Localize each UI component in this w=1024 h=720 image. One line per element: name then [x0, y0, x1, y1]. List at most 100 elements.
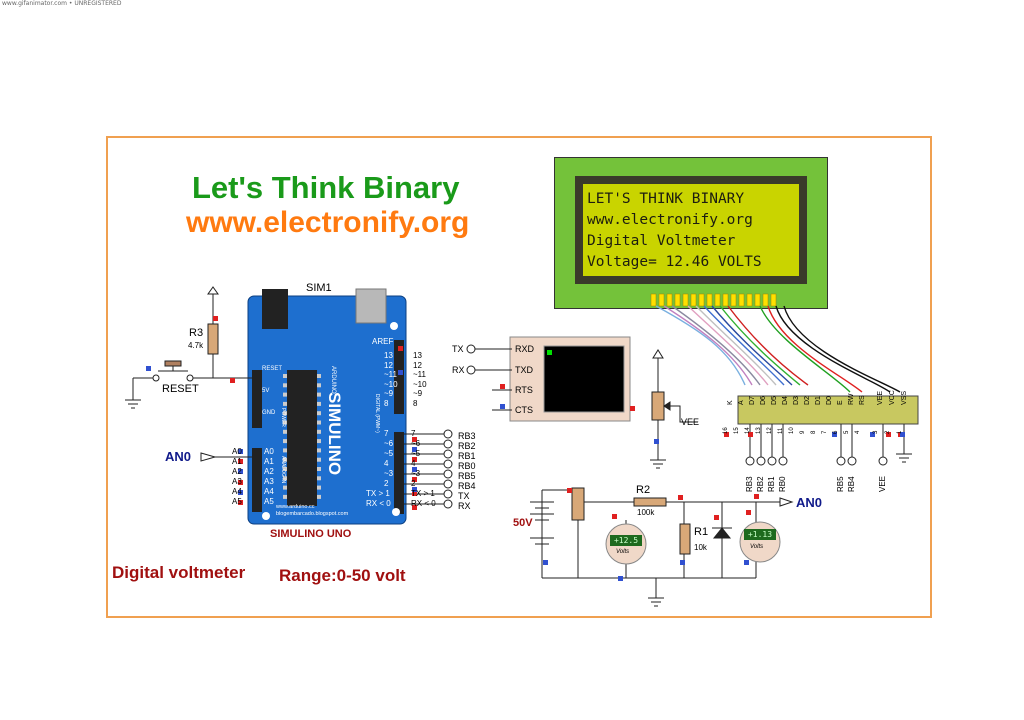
an0-input-arrow [200, 452, 217, 462]
probe-marker [714, 515, 719, 520]
terminal-screen [543, 345, 625, 413]
header-analog [252, 448, 262, 512]
lcd-connector-pin-number: 10 [789, 427, 795, 434]
r1-ref: R1 [694, 526, 709, 538]
terminal-tx-label: TX [452, 344, 464, 354]
chip-pin [283, 494, 287, 499]
probe-marker [500, 384, 505, 389]
arduino-pin-number: 7 [411, 429, 416, 438]
arduino-pin-number: 2 [411, 479, 416, 488]
lcd-pin-row [650, 293, 777, 307]
battery-label: 50V [513, 517, 533, 529]
chip-pin [283, 439, 287, 444]
watermark: www.gifanimator.com • UNREGISTERED [2, 0, 122, 7]
arduino-brand: SIMULINO [325, 392, 344, 476]
arduino-pin-label: TX > 1 [366, 489, 390, 498]
lcd-connector-pin-number: 1 [897, 430, 903, 434]
lcd-module: LET'S THINK BINARY www.electronify.org D… [554, 157, 828, 309]
lcd-connector-pin-label: D6 [760, 396, 767, 405]
dc-jack [262, 289, 288, 329]
probe-marker [238, 500, 243, 505]
lcd-connector-pin-number: 2 [885, 430, 891, 434]
lcd-line-2: www.electronify.org [587, 212, 753, 228]
chip-pin [283, 476, 287, 481]
arduino-analog-label-inner: A3 [264, 477, 274, 486]
arduino-net-label: RB0 [458, 461, 476, 471]
lcd-pin [650, 293, 657, 307]
lcd-bottom-terminal [836, 456, 846, 466]
lcd-pin [690, 293, 697, 307]
lcd-connector-pin-label: E [837, 400, 844, 405]
lcd-pin [682, 293, 689, 307]
chip-pin [317, 392, 321, 397]
chip-pin [283, 467, 287, 471]
lcd-connector-pin-number: 5 [844, 430, 850, 434]
arduino-analog-label: A1 [232, 457, 242, 466]
chip-pin [317, 485, 321, 490]
chip-pin [283, 457, 287, 462]
chip-pin [283, 411, 287, 416]
terminal-rx-label: RX [452, 365, 465, 375]
lcd-connector [737, 395, 919, 425]
arduino-net-label: RX [458, 501, 471, 511]
header-website: www.electronify.org [186, 206, 470, 239]
chip-pin [317, 476, 321, 481]
lcd-bottom-terminal [745, 456, 755, 466]
terminal-pin-txd: TXD [515, 365, 533, 375]
usb-port [355, 288, 387, 324]
chip-pin [317, 420, 321, 425]
lcd-pin [722, 293, 729, 307]
lcd-bottom-label: RB0 [778, 476, 787, 492]
mount-hole [392, 508, 400, 516]
arduino-analog-label: A5 [232, 497, 242, 506]
arduino-analog-label: A2 [232, 467, 242, 476]
arduino-pin-label: ~3 [384, 469, 394, 478]
probe-marker [680, 560, 685, 565]
chip-pin [283, 392, 287, 397]
r1-value: 10k [694, 543, 707, 552]
mount-hole [262, 512, 270, 520]
arduino-footer-2: blogembarcado.blogspot.com [276, 511, 349, 517]
lcd-bottom-label: RB3 [745, 476, 754, 492]
arduino-analog-label-inner: A5 [264, 497, 274, 506]
arduino-analog-label: A0 [232, 447, 242, 456]
probe-marker [230, 378, 235, 383]
arduino-pin-number: ~11 [413, 370, 426, 380]
probe-marker [832, 432, 837, 437]
lcd-connector-pin-number: 9 [800, 430, 806, 434]
probe-marker [567, 488, 572, 493]
arduino-analog-label-inner: A2 [264, 467, 274, 476]
terminal-wires [466, 344, 512, 411]
arduino-pin-label: 2 [384, 479, 389, 488]
arduino-name: SIMULINO UNO [270, 528, 352, 540]
lcd-pin [674, 293, 681, 307]
lcd-connector-pin-label: VSS [901, 390, 908, 405]
arduino-pin-label: AREF [372, 337, 394, 346]
arduino-pin-number: ~6 [411, 439, 421, 448]
probe-marker [744, 560, 749, 565]
lcd-bottom-terminal [878, 456, 888, 466]
probe-marker [412, 447, 417, 452]
probe-marker [412, 487, 417, 492]
reset-circuit [125, 286, 252, 409]
arduino-pin-label: ~9 [384, 389, 394, 399]
arduino-pin-label: ~5 [384, 449, 394, 458]
lcd-pin [746, 293, 753, 307]
chip-pin [283, 485, 287, 490]
arduino-io-terminal [443, 429, 453, 439]
voltmeter-1-unit: Volts [616, 549, 630, 555]
footer-range: Range:0-50 volt [279, 566, 406, 585]
terminal-pin-rxd: RXD [515, 344, 535, 354]
probe-marker [678, 495, 683, 500]
probe-marker [746, 510, 751, 515]
lcd-bottom-label: RB5 [836, 476, 845, 492]
chip-pin [317, 374, 321, 378]
arduino-pin-label: 13 [384, 351, 393, 360]
voltmeter-2-reading: +1.13 [744, 529, 776, 540]
arduino-pin-number: 13 [413, 351, 422, 360]
arduino-pin-number: ~10 [413, 379, 427, 389]
arduino-pin-label: 12 [384, 360, 393, 370]
chip-pin [283, 401, 287, 406]
arduino-analog-label-inner: A0 [264, 447, 274, 456]
probe-markers [146, 316, 905, 581]
